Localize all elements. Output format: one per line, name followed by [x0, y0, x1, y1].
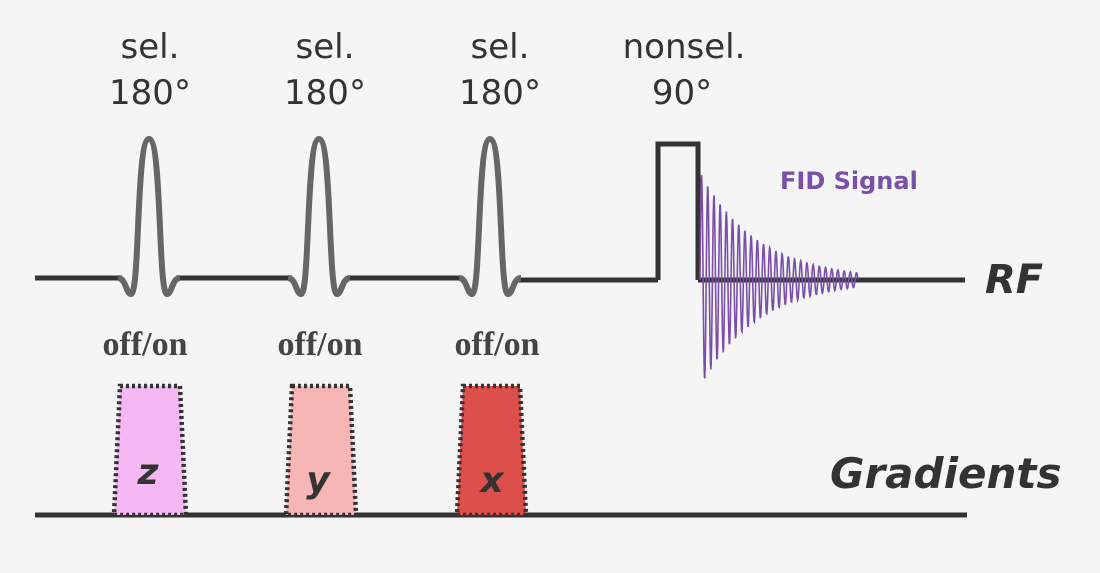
rf-pulse-y	[287, 136, 351, 297]
readout-angle-label: 90°	[652, 73, 712, 113]
pulse-1-angle-label: 180°	[109, 73, 191, 113]
rf-pulse-z	[117, 136, 181, 297]
gradients-axis-label: Gradients	[830, 449, 1061, 498]
rf-hard-pulse-90	[655, 141, 701, 280]
fid-signal-label: FID Signal	[780, 167, 918, 195]
pulse-2-toggle-label: off/on	[278, 326, 363, 363]
gradient-pulse-x	[454, 383, 529, 518]
gradient-z-label: z	[137, 452, 160, 493]
gradient-y-label: y	[306, 460, 331, 501]
pulse-3-type-label: sel.	[471, 27, 530, 67]
pulse-3-toggle-label: off/on	[455, 326, 540, 363]
readout-type-label: nonsel.	[623, 27, 746, 67]
fid-signal-waveform	[699, 175, 859, 379]
gradient-pulse-z	[111, 383, 189, 518]
pulse-1-toggle-label: off/on	[103, 326, 188, 363]
pulse-2-type-label: sel.	[296, 27, 355, 67]
rf-pulse-x	[458, 136, 522, 297]
pulse-2-angle-label: 180°	[284, 73, 366, 113]
rf-axis-label: RF	[985, 257, 1043, 303]
pulse-3-angle-label: 180°	[459, 73, 541, 113]
gradient-pulse-y	[283, 383, 359, 518]
pulse-1-type-label: sel.	[121, 27, 180, 67]
gradient-x-label: x	[478, 460, 505, 501]
